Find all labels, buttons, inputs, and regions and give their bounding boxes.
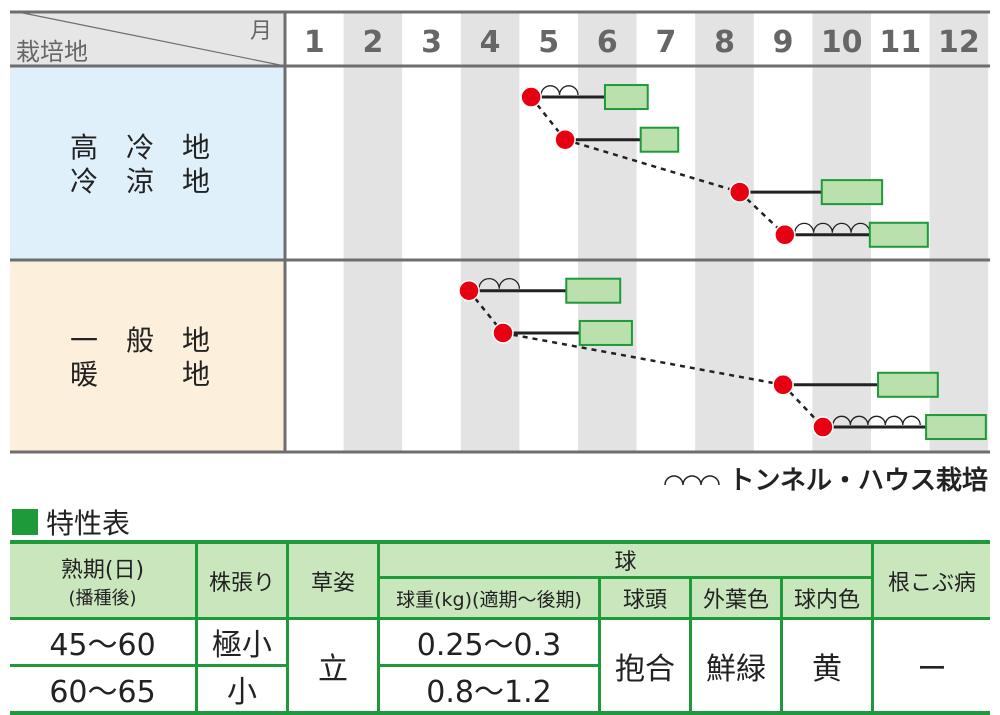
spread-cell: 極小	[195, 617, 289, 667]
habit-cell: 立	[286, 617, 380, 715]
month-stripe	[460, 12, 520, 452]
header-ball: 球	[377, 540, 874, 579]
tunnel-icon	[540, 85, 579, 96]
maturity-cell: 45～60	[10, 617, 198, 667]
table-row: 45～60 極小 立 0.25～0.3 抱合 鮮緑 黄 ー	[10, 617, 990, 715]
traits-title-text: 特性表	[46, 507, 131, 540]
month-stripe	[343, 12, 403, 452]
header-inner-color: 球内色	[780, 576, 873, 620]
month-label: 3	[421, 25, 442, 60]
month-label: 5	[538, 25, 559, 60]
sowing-dot	[772, 374, 794, 396]
month-stripe	[695, 12, 754, 452]
tunnel-icon	[663, 474, 720, 485]
schedule-connector	[502, 331, 784, 387]
month-label: 12	[938, 25, 980, 60]
harvest-period-bar	[565, 277, 622, 304]
region-cell	[10, 260, 285, 452]
region-name: 暖 地	[70, 358, 210, 391]
header-head: 球頭	[598, 576, 692, 620]
month-label: 11	[879, 25, 921, 60]
legend-label: トンネル・ハウス栽培	[728, 466, 988, 496]
legend: トンネル・ハウス栽培	[663, 460, 988, 497]
harvest-period-bar	[877, 371, 939, 398]
month-stripe	[578, 12, 637, 452]
harvest-period-bar	[868, 221, 929, 248]
header-weight: 球重(kg)(適期～後期)	[378, 576, 601, 620]
clubroot-cell: ー	[871, 617, 990, 715]
corner-region-label: 栽培地	[16, 38, 88, 66]
corner-diagonal	[17, 11, 286, 67]
harvest-period-bar	[925, 414, 987, 441]
head-cell: 抱合	[598, 617, 692, 715]
region-name: 冷 涼 地	[70, 165, 210, 198]
outer-color-cell: 鮮緑	[689, 617, 783, 715]
weight-cell: 0.25～0.3	[377, 617, 601, 667]
harvest-period-bar	[603, 84, 649, 111]
month-label: 6	[597, 25, 618, 60]
region-cell	[10, 66, 285, 260]
traits-title: 特性表	[12, 502, 130, 542]
header-clubroot: 根こぶ病	[871, 540, 990, 620]
schedule-connector	[564, 138, 741, 194]
harvest-period-bar	[820, 179, 884, 206]
month-label: 8	[714, 25, 735, 60]
header-maturity: 熟期(日)(播種後)	[10, 540, 198, 620]
inner-color-cell: 黄	[780, 617, 874, 715]
square-bullet-icon	[12, 509, 38, 535]
region-name: 一 般 地	[70, 324, 210, 357]
traits-table: 熟期(日)(播種後) 株張り 草姿 球 根こぶ病 球重(kg)(適期～後期) 球…	[10, 540, 990, 715]
region-name: 高 冷 地	[70, 131, 210, 164]
sowing-dot	[554, 128, 576, 151]
header-outer-color: 外葉色	[689, 576, 783, 620]
corner-month-label: 月	[250, 19, 272, 44]
sowing-dot	[492, 322, 514, 344]
tunnel-icon	[794, 222, 871, 233]
sowing-dot	[728, 181, 751, 203]
month-label: 7	[655, 25, 676, 60]
month-label: 9	[773, 25, 794, 60]
header-habit: 草姿	[286, 540, 380, 620]
spread-cell: 小	[195, 664, 289, 715]
sowing-dot	[774, 224, 796, 246]
month-label: 2	[362, 25, 383, 60]
month-label: 1	[304, 25, 325, 60]
weight-cell: 0.8～1.2	[377, 664, 600, 715]
header-spread: 株張り	[195, 540, 289, 620]
sowing-dot	[458, 279, 480, 302]
sowing-dot	[520, 86, 542, 108]
harvest-period-bar	[639, 126, 680, 153]
month-stripe	[929, 12, 989, 452]
maturity-cell: 60～65	[10, 664, 198, 715]
month-stripe	[812, 12, 871, 452]
harvest-period-bar	[578, 319, 633, 346]
month-label: 10	[821, 25, 863, 60]
month-label: 4	[480, 25, 501, 60]
sowing-dot	[812, 416, 834, 438]
table-row: 60～65 小 0.8～1.2	[10, 664, 990, 715]
tunnel-icon	[478, 277, 521, 289]
tunnel-icon	[832, 415, 921, 426]
